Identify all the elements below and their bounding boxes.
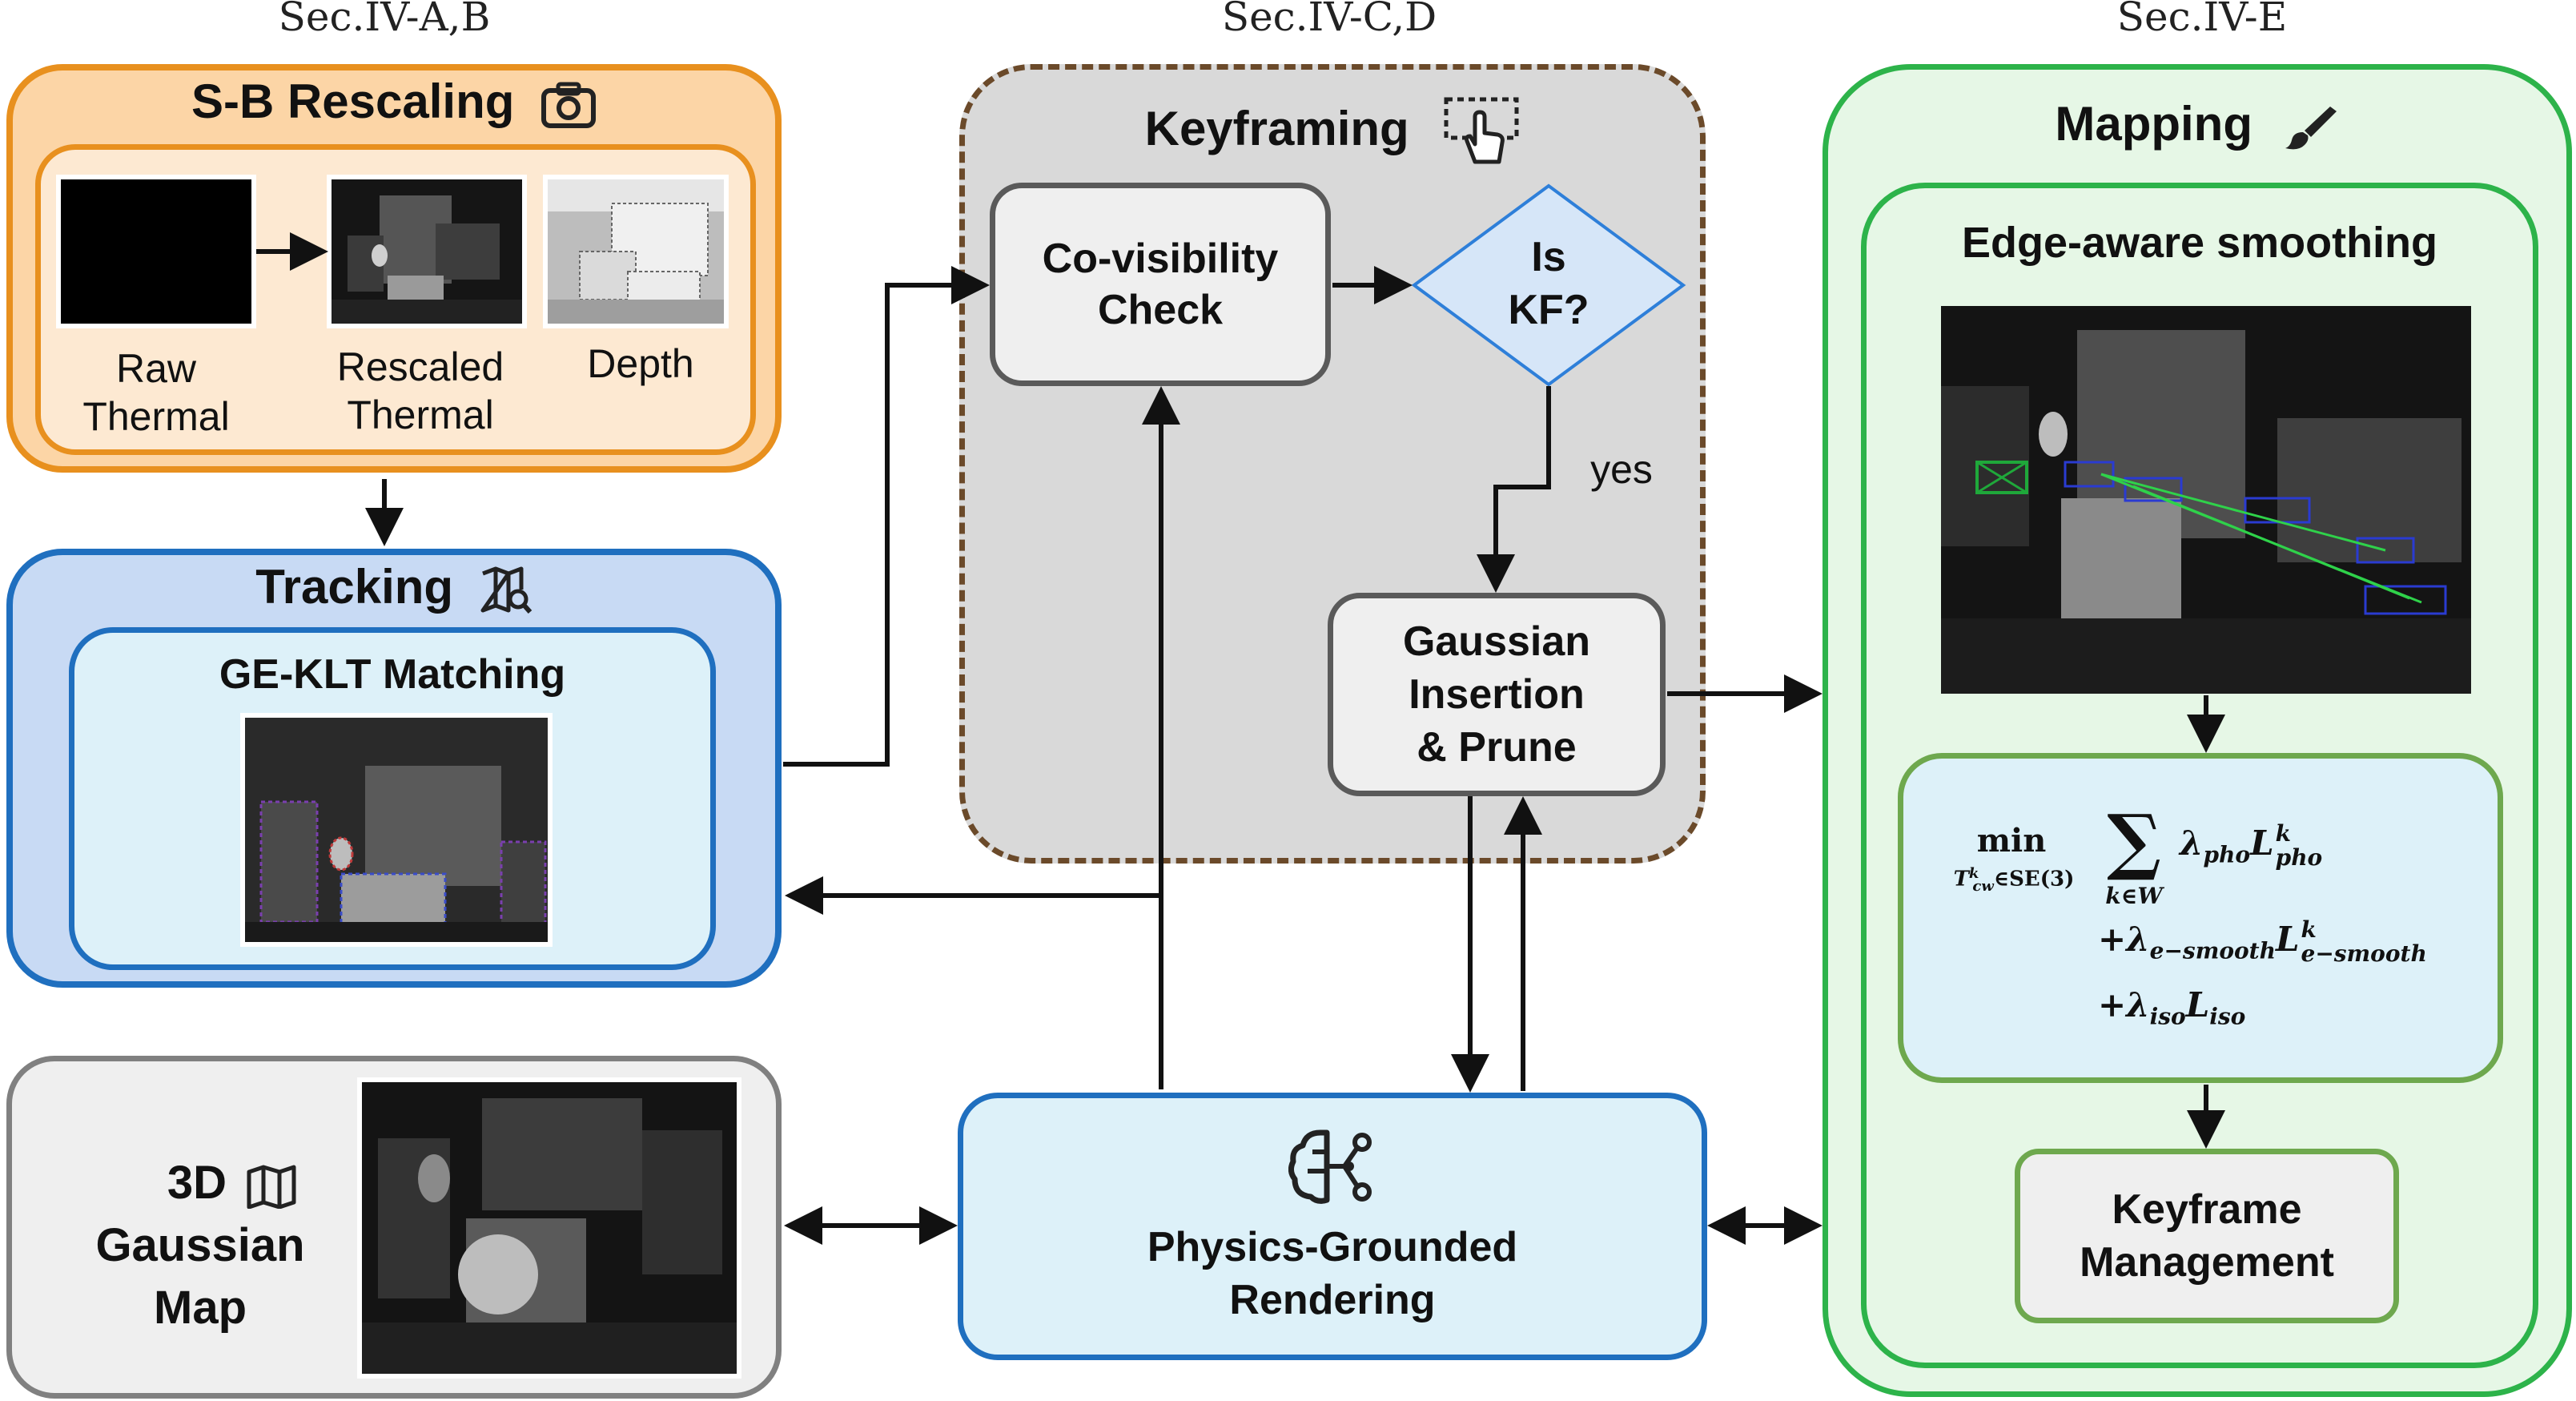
tracking-title-text: Tracking	[255, 560, 454, 614]
section-label-cd: Sec.IV-C,D	[1221, 0, 1437, 40]
map-icon	[247, 1165, 296, 1209]
depth-image	[543, 175, 729, 328]
rescaled-thermal-label: Rescaled Thermal	[316, 343, 524, 439]
eq-sum-sub: k∈W	[2105, 883, 2163, 909]
objective-box	[1898, 753, 2503, 1083]
eq-min: min	[1976, 822, 2047, 860]
gaussian-map-image	[357, 1077, 741, 1379]
eq-l-smooth: L	[2275, 920, 2300, 959]
gaussian-map-line3: Map	[154, 1282, 247, 1334]
insertion-line3: & Prune	[1417, 724, 1577, 771]
ge-klt-title: GE-KLT Matching	[219, 651, 566, 698]
rendering-box: Physics-Grounded Rendering	[958, 1093, 1707, 1360]
map-search-icon	[480, 566, 532, 614]
gaussian-map-line2: Gaussian	[95, 1219, 305, 1271]
eq-lambda-pho-sub: pho	[2203, 841, 2251, 868]
eq-lambda-iso-sub: iso	[2149, 1003, 2186, 1030]
eq-l-iso: L	[2185, 985, 2210, 1025]
eq-plus-1: +	[2098, 920, 2127, 959]
eq-sum: ∑	[2107, 799, 2161, 884]
raw-label-line1: Raw	[115, 346, 197, 391]
eq-lambda-pho: λ	[2180, 823, 2204, 863]
rendering-line1: Physics-Grounded	[1147, 1224, 1518, 1270]
gaussian-map-line1-row: 3D	[56, 1152, 344, 1214]
raw-thermal-label: Raw Thermal	[56, 344, 256, 441]
keyframing-title: Keyframing	[959, 96, 1706, 168]
is-kf-line2: KF?	[1508, 287, 1589, 333]
eq-lambda-smooth: λ	[2126, 920, 2150, 959]
eq-min-sub-t: T	[1953, 867, 1969, 892]
yes-label: yes	[1590, 447, 1653, 492]
section-label-e: Sec.IV-E	[2116, 0, 2288, 40]
eq-min-sub: Tkcw∈SE(3)	[1930, 865, 2098, 895]
arrow-tracking-to-covis	[783, 266, 990, 767]
ge-klt-image	[240, 713, 553, 947]
gaussian-map-line1: 3D	[167, 1157, 227, 1209]
eq-plus-2: +	[2098, 985, 2127, 1025]
tracking-title: Tracking	[6, 559, 782, 615]
gaussian-map-label: 3D Gaussian Map	[56, 1152, 344, 1339]
eq-l-iso-sub: iso	[2209, 1003, 2246, 1030]
eq-min-sub-se3: ∈SE(3)	[1993, 867, 2075, 892]
rescaled-thermal-image	[327, 175, 527, 328]
eq-l-pho-sub: pho	[2275, 844, 2323, 871]
is-kf-label: Is KF?	[1425, 231, 1672, 336]
rendering-line2: Rendering	[1229, 1277, 1436, 1323]
eq-l-pho-sup: k	[2275, 820, 2292, 847]
insertion-line2: Insertion	[1409, 671, 1585, 718]
insertion-line1: Gaussian	[1402, 618, 1591, 665]
keyframe-management-box: Keyframe Management	[2015, 1149, 2399, 1323]
eq-min-sub-cw: cw	[1972, 877, 1994, 895]
mapping-title-text: Mapping	[2055, 97, 2252, 151]
eq-lambda-smooth-sub: e−smooth	[2149, 937, 2276, 964]
raw-label-line2: Thermal	[82, 394, 230, 439]
sb-rescaling-title: S-B Rescaling	[6, 74, 782, 129]
hand-select-icon	[1444, 97, 1519, 164]
brain-circuit-icon	[1288, 1129, 1372, 1204]
sb-rescaling-title-text: S-B Rescaling	[191, 74, 515, 128]
section-label-ab: Sec.IV-A,B	[278, 0, 491, 40]
keyframing-title-text: Keyframing	[1144, 101, 1409, 155]
edge-aware-title: Edge-aware smoothing	[1961, 219, 2438, 267]
eq-l-pho: L	[2250, 823, 2274, 863]
eq-lambda-iso: λ	[2126, 985, 2150, 1025]
mapping-title: Mapping	[1822, 96, 2572, 151]
keyframe-line2: Management	[2080, 1239, 2334, 1286]
camera-icon	[541, 82, 597, 129]
rescaled-label-line2: Thermal	[347, 393, 494, 437]
depth-label: Depth	[587, 341, 694, 386]
eq-l-smooth-sup: k	[2301, 916, 2317, 943]
edge-aware-image	[1941, 306, 2471, 694]
eq-l-smooth-sub: e−smooth	[2301, 940, 2427, 967]
covisibility-line1: Co-visibility	[1042, 236, 1279, 282]
gaussian-insertion-box: Gaussian Insertion & Prune	[1328, 593, 1666, 796]
rescaled-label-line1: Rescaled	[336, 344, 504, 389]
is-kf-line1: Is	[1531, 234, 1566, 280]
keyframe-line1: Keyframe	[2112, 1186, 2302, 1233]
covisibility-check-box: Co-visibility Check	[990, 183, 1331, 386]
brush-icon	[2285, 107, 2337, 150]
eq-term-iso: +λisoLiso	[2098, 985, 2245, 1029]
covisibility-line2: Check	[1097, 287, 1224, 333]
raw-thermal-image	[56, 175, 256, 328]
eq-min-sub-k: k	[1968, 865, 1979, 882]
is-kf-diamond	[1411, 183, 1686, 387]
